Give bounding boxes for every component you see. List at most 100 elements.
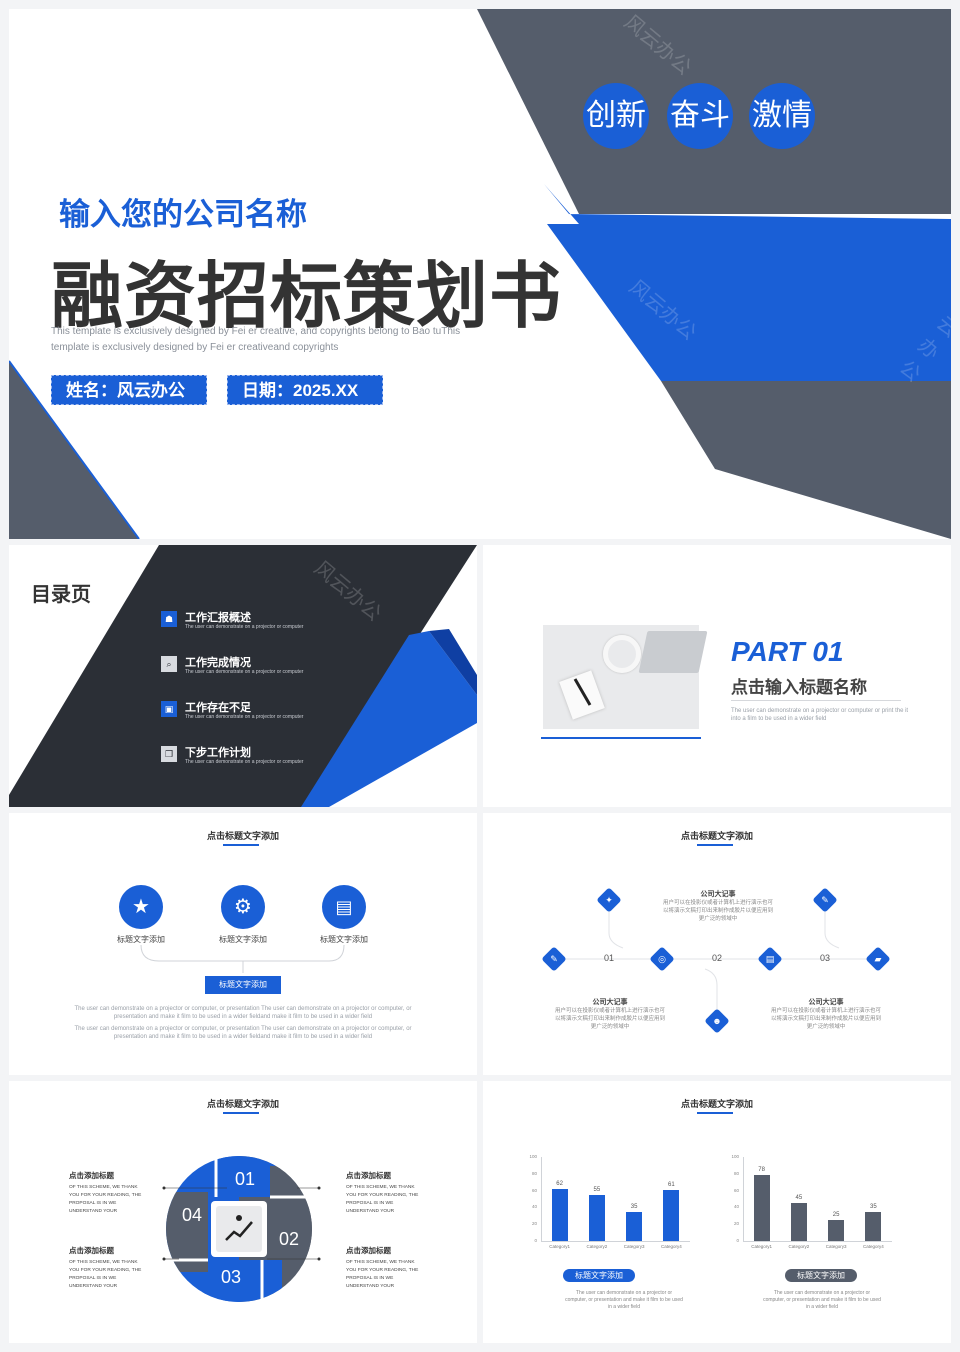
- category-label: Category1: [549, 1244, 570, 1249]
- cover-shapes: [9, 9, 951, 539]
- bar: [865, 1211, 882, 1241]
- search-icon: ⌕: [161, 656, 177, 672]
- bar: [551, 1188, 568, 1241]
- cover-desc-line1: This template is exclusively designed by…: [51, 326, 461, 337]
- header-underline: [223, 844, 259, 846]
- y-tick-label: 100: [731, 1154, 739, 1159]
- block-bottom-left: 点击添加标题 OF THIS SCHEME, WE THANK YOU FOR …: [69, 1245, 149, 1291]
- category-label: Category4: [862, 1244, 884, 1249]
- part-title: 点击输入标题名称: [731, 678, 867, 697]
- node-02: 02: [711, 953, 722, 963]
- bar: [828, 1220, 845, 1241]
- y-tick-label: 60: [733, 1187, 739, 1193]
- edit-icon: ✎: [812, 887, 838, 913]
- segment-02: 02: [279, 1229, 300, 1249]
- toc-item-label: 工作存在不足: [185, 702, 251, 714]
- title-button[interactable]: 标题文字添加: [205, 976, 281, 994]
- toc-item-sub: The user can demonstrate on a projector …: [185, 624, 304, 630]
- bar-value-label: 61: [668, 1181, 675, 1188]
- paragraph: The user can demonstrate on a projector …: [74, 1026, 412, 1040]
- y-tick-label: 0: [736, 1238, 739, 1243]
- y-tick-label: 20: [733, 1221, 739, 1227]
- bar: [588, 1194, 605, 1241]
- document-icon: ▤: [757, 946, 783, 972]
- bar-value-label: 35: [630, 1203, 638, 1210]
- star-icon: ★: [119, 885, 163, 929]
- header-underline: [223, 1112, 259, 1114]
- company-name: 输入您的公司名称: [59, 197, 307, 232]
- icon-label: 标题文字添加: [219, 935, 267, 944]
- icons-slide: 点击标题文字添加 ★ ⚙ ▤ 标题文字添加 标题文字添加 标题文字添加 标题文字…: [9, 813, 477, 1075]
- cycle-diagram: [166, 1156, 312, 1302]
- node-03: 03: [819, 953, 830, 963]
- badge-passion: 激情: [749, 83, 815, 149]
- headphones-image: [603, 635, 641, 673]
- timeline-lines: [553, 909, 879, 1013]
- toc-title: 目录页: [31, 584, 91, 606]
- slide-header: 点击标题文字添加: [206, 831, 279, 841]
- y-tick-label: 0: [534, 1238, 537, 1243]
- block-title: 点击添加标题: [346, 1246, 391, 1255]
- toc-item-label: 工作汇报概述: [185, 612, 251, 624]
- bar-value-label: 25: [832, 1212, 840, 1218]
- node-01: 01: [603, 953, 614, 963]
- segment-01: 01: [235, 1169, 256, 1189]
- laptop-image: [638, 631, 708, 673]
- block-top-right: 点击添加标题 OF THIS SCHEME, WE THANK YOU FOR …: [346, 1170, 426, 1216]
- part-number: PART 01: [731, 636, 844, 667]
- badge-struggle: 奋斗: [667, 83, 733, 149]
- event-title: 公司大记事: [808, 999, 844, 1006]
- cover-desc-line2: template is exclusively designed by Fei …: [51, 342, 339, 353]
- bar: [753, 1175, 770, 1241]
- right-chart-desc: The user can demonstrate on a projector …: [763, 1290, 881, 1310]
- x-axis: [743, 1241, 892, 1242]
- icon-label: 标题文字添加: [320, 935, 368, 944]
- y-axis: [743, 1157, 744, 1241]
- connector-lines: [162, 1186, 321, 1261]
- event-left: 公司大记事 用户可以在投影仪或者计算机上进行演示也可以将演示文稿打印出来制作成胶…: [555, 997, 665, 1031]
- timeline-slide: 点击标题文字添加 ✦ ✎ ✎ ◎ ▤ ▰ ☻ 01 02 03 公司大记事 用户…: [483, 813, 951, 1075]
- block-title: 点击添加标题: [346, 1171, 391, 1180]
- event-text: 用户可以在投影仪或者计算机上进行演示也可以将演示文稿打印出来制作成胶片以便应用到…: [663, 900, 774, 922]
- left-chart-desc: The user can demonstrate on a projector …: [565, 1290, 683, 1310]
- bar: [663, 1189, 680, 1241]
- toc-item-label: 工作完成情况: [185, 657, 251, 669]
- segment-03: 03: [221, 1267, 242, 1287]
- block-text: OF THIS SCHEME, WE THANK YOU FOR YOUR RE…: [346, 1185, 419, 1214]
- header-underline: [697, 1112, 733, 1114]
- slide-header: 点击标题文字添加: [680, 1099, 753, 1109]
- part-desc: The user can demonstrate on a projector …: [731, 708, 909, 722]
- y-tick-label: 20: [531, 1221, 537, 1227]
- block-title: 点击添加标题: [69, 1246, 114, 1255]
- date-label: 日期：2025.XX: [227, 375, 383, 405]
- left-chart-button[interactable]: 标题文字添加: [563, 1269, 635, 1282]
- box-icon: ❒: [161, 746, 177, 762]
- toc-item-sub: The user can demonstrate on a projector …: [185, 759, 304, 765]
- category-label: Category3: [623, 1244, 645, 1249]
- category-label: Category4: [660, 1244, 682, 1249]
- category-label: Category2: [788, 1244, 810, 1249]
- cover-title: 融资招标策划书: [51, 257, 563, 337]
- right-chart-button[interactable]: 标题文字添加: [785, 1269, 857, 1282]
- toc-item-label: 下步工作计划: [185, 747, 251, 759]
- desk-photo: [543, 625, 708, 729]
- target-icon: ◎: [649, 946, 675, 972]
- toc-item-sub: The user can demonstrate on a projector …: [185, 714, 304, 720]
- name-label: 姓名：风云办公: [51, 375, 207, 405]
- bar: [626, 1211, 643, 1241]
- part-slide: PART 01 点击输入标题名称 The user can demonstrat…: [483, 545, 951, 807]
- y-tick-label: 100: [529, 1154, 537, 1159]
- category-label: Category3: [825, 1244, 847, 1249]
- photo-underline: [541, 737, 701, 739]
- block-title: 点击添加标题: [69, 1171, 114, 1180]
- y-tick-label: 80: [733, 1170, 739, 1176]
- slide-header: 点击标题文字添加: [680, 831, 753, 841]
- gears-icon: ⚙: [221, 885, 265, 929]
- event-title: 公司大记事: [700, 891, 736, 898]
- event-text: 用户可以在投影仪或者计算机上进行演示也可以将演示文稿打印出来制作成胶片以便应用到…: [555, 1008, 666, 1030]
- event-top: 公司大记事 用户可以在投影仪或者计算机上进行演示也可以将演示文稿打印出来制作成胶…: [663, 889, 773, 923]
- divider: [731, 700, 901, 701]
